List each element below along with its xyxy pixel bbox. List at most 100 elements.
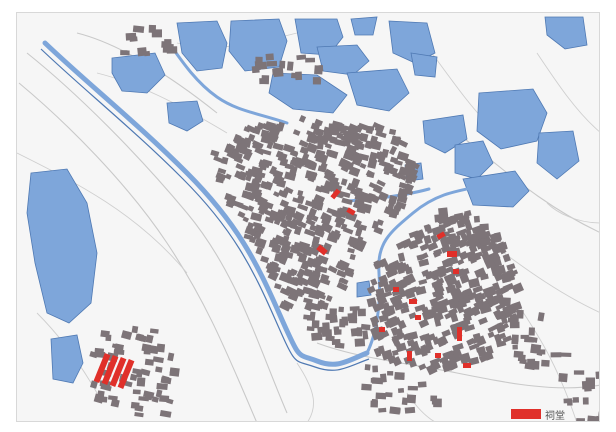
building — [475, 229, 487, 240]
building — [235, 163, 246, 171]
building — [284, 285, 297, 297]
building — [558, 372, 568, 383]
building — [431, 399, 438, 405]
building — [442, 259, 453, 268]
building — [169, 368, 178, 375]
ancestral-hall — [447, 251, 457, 257]
building — [271, 243, 282, 254]
building — [463, 324, 476, 333]
building — [317, 326, 328, 334]
building — [256, 121, 265, 130]
building — [509, 321, 520, 329]
building — [145, 334, 154, 344]
building — [497, 244, 507, 255]
building — [402, 332, 414, 341]
pond — [410, 52, 438, 78]
building — [338, 306, 345, 313]
building — [167, 352, 175, 362]
building — [471, 251, 483, 259]
building — [444, 311, 454, 320]
building — [395, 241, 405, 250]
building — [291, 218, 303, 227]
building — [305, 142, 319, 154]
building — [352, 154, 361, 163]
buildings — [89, 24, 599, 421]
building — [432, 336, 440, 345]
building — [295, 71, 303, 81]
building — [247, 133, 256, 142]
building — [524, 362, 536, 371]
pond — [356, 280, 372, 298]
building — [358, 153, 370, 162]
ancestral-hall — [393, 287, 399, 292]
building — [385, 392, 393, 398]
building — [305, 218, 316, 227]
building — [479, 273, 489, 281]
building — [134, 404, 144, 412]
building — [410, 242, 419, 249]
building — [473, 300, 484, 311]
building — [262, 149, 272, 156]
building — [467, 277, 481, 289]
building — [388, 209, 399, 219]
building — [512, 344, 518, 350]
building — [283, 227, 293, 237]
building — [243, 233, 254, 241]
ancestral-hall — [379, 327, 385, 332]
building — [307, 171, 318, 181]
building — [392, 136, 401, 142]
building — [117, 344, 124, 354]
building — [362, 330, 369, 340]
building — [237, 202, 249, 211]
building — [372, 121, 381, 130]
building — [426, 241, 439, 252]
building — [254, 237, 267, 249]
building — [325, 294, 333, 302]
building — [396, 279, 408, 290]
building — [305, 57, 316, 63]
building — [131, 325, 139, 334]
building — [405, 176, 414, 184]
building — [320, 221, 333, 234]
building — [319, 277, 331, 286]
building — [144, 358, 155, 366]
building — [408, 167, 419, 177]
building — [264, 201, 274, 210]
building — [97, 390, 105, 399]
building — [493, 309, 503, 320]
building — [452, 342, 464, 352]
building — [475, 345, 486, 353]
building — [383, 308, 395, 317]
building — [423, 224, 432, 232]
building — [404, 406, 416, 414]
building — [297, 190, 304, 197]
building — [397, 139, 409, 148]
building — [279, 218, 290, 230]
building — [251, 141, 263, 151]
building — [405, 160, 413, 168]
building — [442, 350, 455, 361]
pond — [166, 100, 204, 132]
building — [210, 149, 220, 157]
building — [375, 392, 387, 400]
building — [397, 187, 409, 199]
building — [376, 179, 386, 187]
building — [311, 235, 321, 246]
building — [107, 395, 118, 401]
building — [247, 205, 255, 212]
building — [419, 346, 431, 355]
building — [286, 61, 294, 71]
building — [366, 140, 377, 146]
building — [396, 172, 407, 181]
building — [234, 143, 247, 154]
building — [464, 220, 473, 232]
building — [359, 224, 367, 231]
building — [449, 287, 463, 299]
building — [339, 124, 348, 135]
building — [346, 161, 355, 171]
pond — [544, 16, 588, 50]
building — [418, 278, 428, 286]
building — [465, 229, 472, 237]
building — [371, 220, 380, 230]
building — [373, 347, 382, 358]
